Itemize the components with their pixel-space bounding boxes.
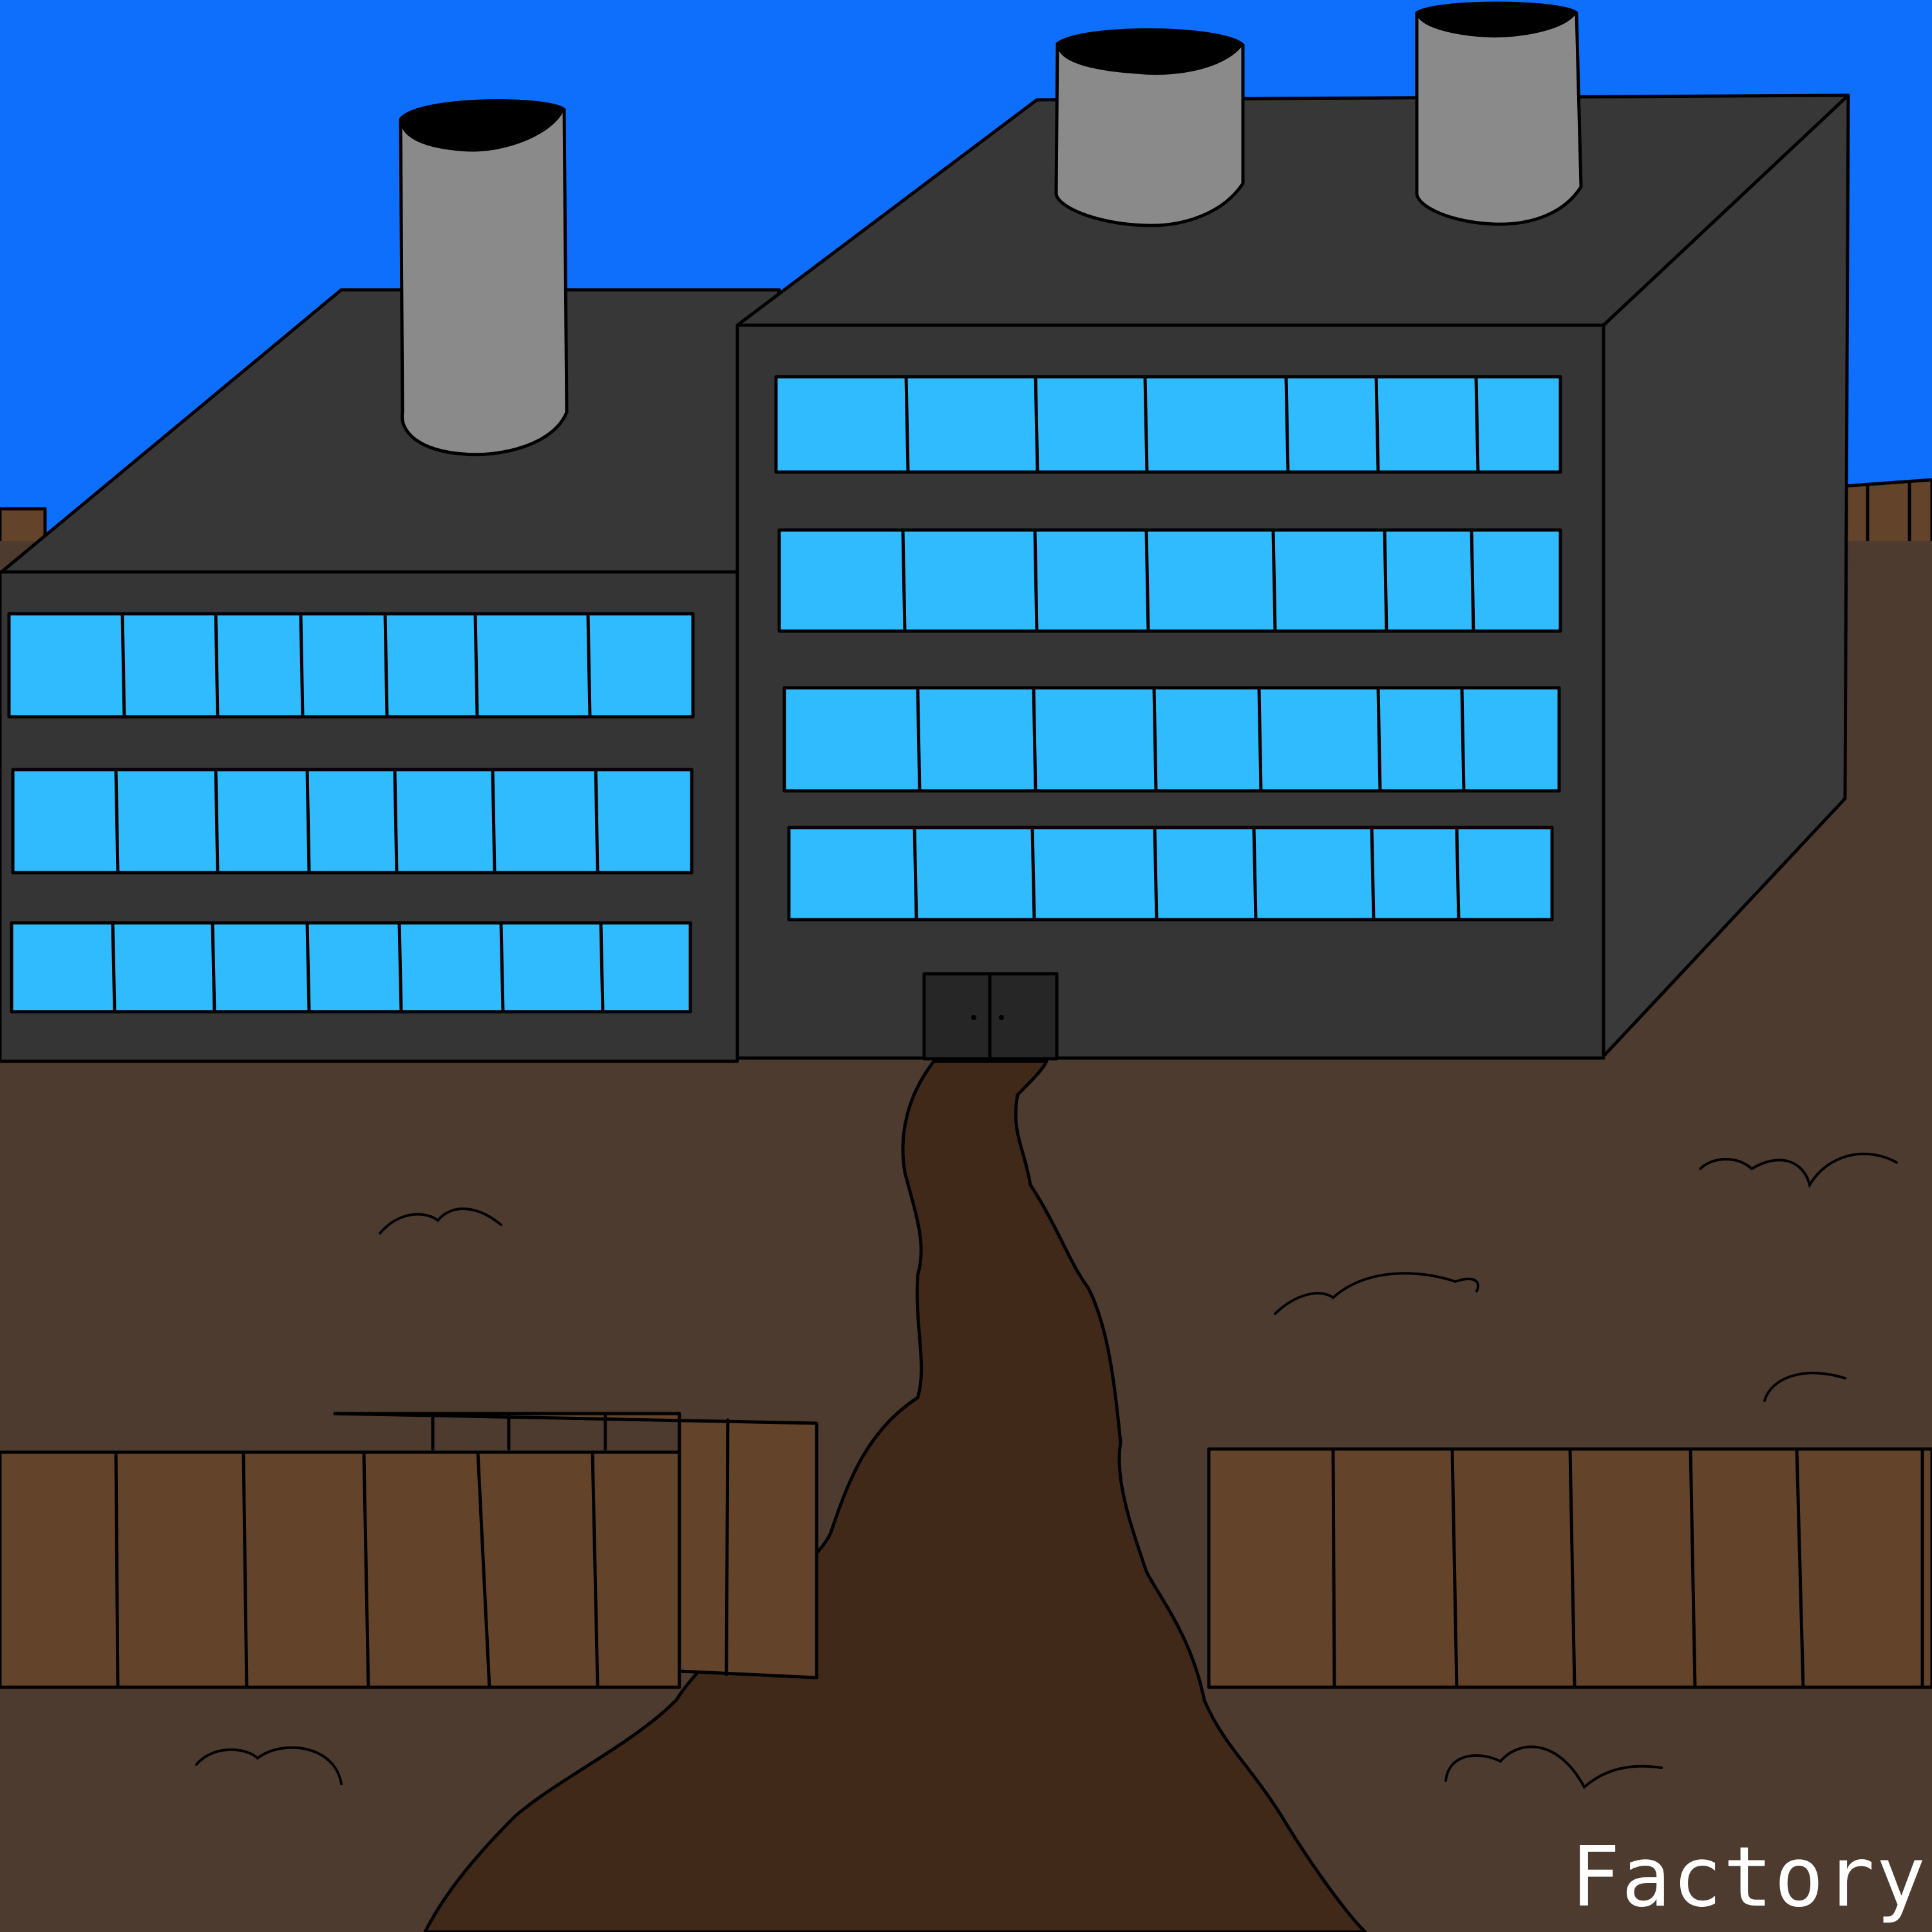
window-divider xyxy=(473,612,479,719)
window-divider xyxy=(901,528,907,633)
window-divider xyxy=(1470,528,1475,633)
window-divider xyxy=(1271,528,1277,633)
window-band xyxy=(10,921,692,1014)
window-divider xyxy=(120,612,126,719)
window-band xyxy=(777,528,1562,633)
chimney xyxy=(1054,28,1245,227)
window-divider xyxy=(214,612,220,719)
window-divider xyxy=(397,921,403,1014)
window-divider xyxy=(1383,528,1388,633)
door-knob xyxy=(971,1015,976,1020)
door-knob xyxy=(999,1015,1004,1020)
window-band xyxy=(787,826,1554,922)
window-divider xyxy=(1374,375,1380,474)
window-divider xyxy=(1034,375,1039,474)
back-fence xyxy=(0,478,1932,549)
window-divider xyxy=(1284,375,1290,474)
window-divider xyxy=(305,768,311,875)
window-divider xyxy=(1474,375,1480,474)
caption-text: Factory xyxy=(1570,1830,1927,1926)
window-band xyxy=(782,686,1561,793)
right-building-windows xyxy=(774,375,1562,922)
window-divider xyxy=(1376,686,1382,793)
window-divider xyxy=(1152,686,1158,793)
window-divider xyxy=(111,921,117,1014)
window-divider xyxy=(214,768,220,875)
window-divider xyxy=(586,612,592,719)
left-building-windows xyxy=(7,612,695,1014)
window-divider xyxy=(1153,826,1159,922)
window-divider xyxy=(211,921,216,1014)
window-divider xyxy=(393,768,399,875)
window-divider xyxy=(1257,686,1263,793)
window-divider xyxy=(383,612,389,719)
window-divider xyxy=(1252,826,1258,922)
window-divider xyxy=(904,375,910,474)
window-divider xyxy=(491,768,497,875)
window-divider xyxy=(499,921,505,1014)
double-door[interactable] xyxy=(922,972,1059,1061)
window-divider xyxy=(1460,686,1466,793)
window-divider xyxy=(299,612,305,719)
window-band xyxy=(774,375,1562,474)
window-divider xyxy=(599,921,605,1014)
window-divider xyxy=(913,826,918,922)
right-fence xyxy=(1207,1447,1932,1689)
chimney xyxy=(1415,1,1583,226)
window-divider xyxy=(1030,826,1036,922)
window-divider xyxy=(916,686,922,793)
chimney xyxy=(399,99,569,457)
window-band xyxy=(11,768,694,875)
window-divider xyxy=(594,768,600,875)
window-divider xyxy=(1370,826,1376,922)
grass-tufts xyxy=(195,1152,1898,1790)
window-divider xyxy=(1455,826,1461,922)
right-building xyxy=(735,93,1850,1061)
window-divider xyxy=(114,768,120,875)
window-divider xyxy=(1144,528,1150,633)
window-divider xyxy=(1143,375,1149,474)
window-divider xyxy=(1032,686,1037,793)
window-divider xyxy=(1033,528,1039,633)
left-fence xyxy=(0,1412,819,1689)
left-building xyxy=(0,288,781,1063)
window-divider xyxy=(305,921,311,1014)
